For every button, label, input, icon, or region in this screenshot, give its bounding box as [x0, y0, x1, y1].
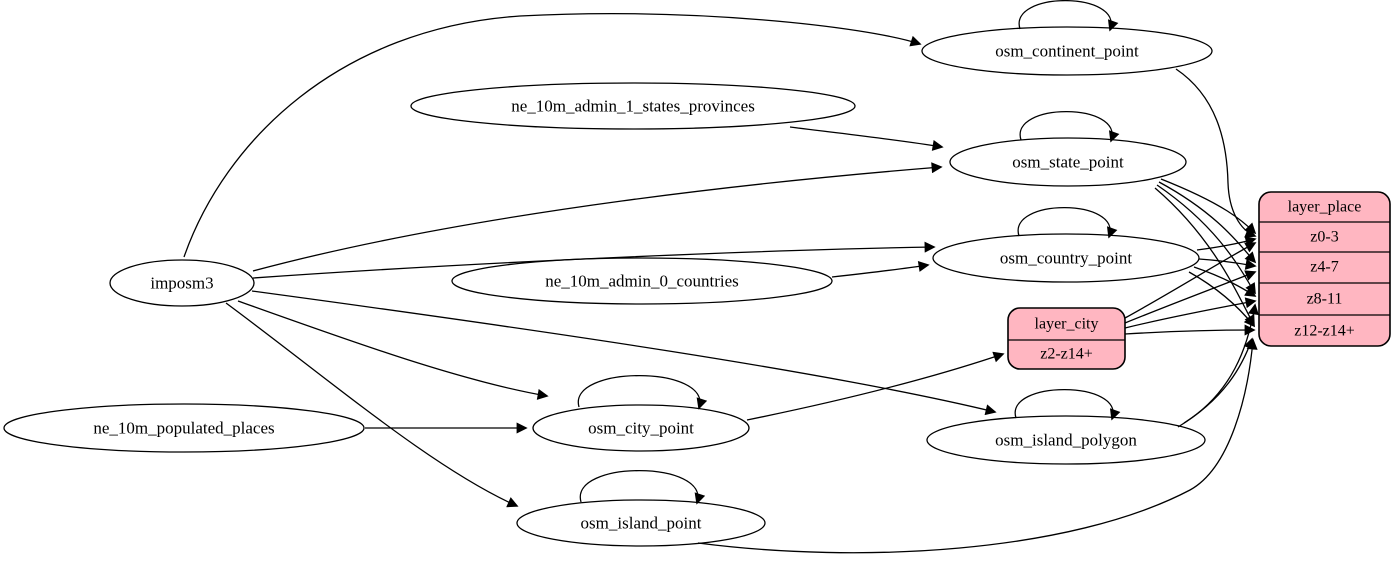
- osm_continent_point-ellipse: [921, 26, 1213, 76]
- edge-imposm3-to-osm_state_point: [252, 162, 943, 272]
- osm_country_point-ellipse: [932, 233, 1200, 283]
- self-loop-osm_island_polygon: [1014, 389, 1121, 421]
- edge-osm_state_point-to-layer_place-z4-7: [1158, 181, 1257, 264]
- edge-layer_city-to-layer_place-z12-z14+: [1124, 324, 1256, 336]
- record-row-label: z0-3: [1310, 229, 1338, 246]
- osm_state_point-ellipse: [949, 137, 1187, 187]
- record-title: layer_city: [1035, 316, 1099, 333]
- edge-imposm3-to-osm_island_point: [225, 302, 519, 508]
- edge-osm_country_point-to-layer_place-z12-z14+: [1188, 271, 1256, 328]
- node-osm_city_point: osm_city_point: [532, 404, 750, 452]
- edge-ne_10m_admin_0_countries-to-osm_country_point: [831, 260, 930, 278]
- osm_island_point-ellipse: [516, 499, 766, 547]
- edge-imposm3-to-osm_country_point: [252, 241, 936, 279]
- edge-osm_country_point-to-layer_place-z0-3: [1196, 236, 1257, 251]
- node-layer_city: layer_city z2-z14+: [1007, 307, 1126, 370]
- edge-osm_island_polygon-to-layer_place-z8-11: [1183, 303, 1259, 424]
- record-row-label: z4-7: [1310, 259, 1338, 276]
- node-label: osm_island_polygon: [995, 431, 1137, 450]
- node-label: osm_city_point: [588, 419, 694, 438]
- edge-osm_country_point-to-layer_place-z8-11: [1193, 266, 1257, 297]
- edge-osm_state_point-to-layer_place-z8-11: [1156, 184, 1256, 295]
- edge-imposm3-to-osm_island_polygon: [251, 290, 997, 416]
- edge-osm_continent_point-to-layer_place-z0-3: [1175, 68, 1257, 238]
- ne_10m_populated_places-ellipse: [3, 403, 365, 453]
- self-loop-osm_country_point: [1017, 207, 1118, 239]
- node-ne_10m_admin_0_countries: ne_10m_admin_0_countries: [451, 257, 833, 305]
- edge-imposm3-to-osm_continent_point: [183, 13, 922, 258]
- node-osm_country_point: osm_country_point: [932, 233, 1200, 283]
- record-title: layer_place: [1288, 199, 1362, 216]
- node-osm_island_polygon: osm_island_polygon: [926, 415, 1206, 465]
- record-row-label: z2-z14+: [1040, 346, 1093, 363]
- edge-osm_state_point-to-layer_place-z0-3: [1160, 178, 1257, 235]
- node-label: ne_10m_admin_0_countries: [545, 272, 739, 291]
- node-label: osm_island_point: [581, 514, 702, 533]
- ne_10m_admin_1_states_provinces-ellipse: [410, 82, 856, 130]
- imposm3-ellipse: [109, 259, 255, 307]
- node-label: osm_country_point: [1000, 249, 1132, 268]
- node-label: ne_10m_populated_places: [93, 419, 274, 438]
- osm_city_point-ellipse: [532, 404, 750, 452]
- self-loop-osm_island_point: [579, 469, 706, 505]
- node-ne_10m_admin_1_states_provinces: ne_10m_admin_1_states_provinces: [410, 82, 856, 130]
- osm_island_polygon-ellipse: [926, 415, 1206, 465]
- edge-layer_city-to-layer_place-z0-3: [1124, 242, 1257, 319]
- self-loop-osm_state_point: [1019, 111, 1120, 143]
- record-row-label: z8-11: [1307, 291, 1343, 308]
- layer_city-box: [1007, 307, 1126, 370]
- node-ne_10m_populated_places: ne_10m_populated_places: [3, 403, 365, 453]
- self-loop-osm_continent_point: [1018, 0, 1119, 32]
- node-label: osm_continent_point: [995, 42, 1139, 61]
- self-loop-osm_city_point: [577, 374, 708, 410]
- edge-osm_city_point-to-layer_city-z2-z14+: [746, 351, 1005, 421]
- node-label: ne_10m_admin_1_states_provinces: [511, 97, 755, 116]
- record-row-label: z12-z14+: [1294, 323, 1355, 340]
- layer_place-box: [1258, 191, 1391, 347]
- edge-osm_island_polygon-to-layer_place-z12-z14+: [1177, 337, 1255, 428]
- node-label: imposm3: [150, 274, 213, 293]
- node-label: osm_state_point: [1012, 153, 1124, 172]
- node-imposm3: imposm3: [109, 259, 255, 307]
- edge-ne_10m_admin_1_states_provinces-to-osm_state_point: [789, 126, 944, 151]
- edge-osm_island_point-to-layer_place-z12-z14+: [697, 338, 1258, 554]
- edge-osm_country_point-to-layer_place-z4-7: [1198, 258, 1257, 270]
- node-osm_island_point: osm_island_point: [516, 499, 766, 547]
- edge-imposm3-to-osm_city_point: [237, 300, 549, 400]
- node-osm_continent_point: osm_continent_point: [921, 26, 1213, 76]
- edge-layer_city-to-layer_place-z4-7: [1124, 270, 1257, 324]
- node-osm_state_point: osm_state_point: [949, 137, 1187, 187]
- edge-layer_city-to-layer_place-z8-11: [1124, 297, 1257, 329]
- ne_10m_admin_0_countries-ellipse: [451, 257, 833, 305]
- node-layer_place: layer_place z0-3 z4-7 z8-11 z12-z14+: [1258, 191, 1391, 347]
